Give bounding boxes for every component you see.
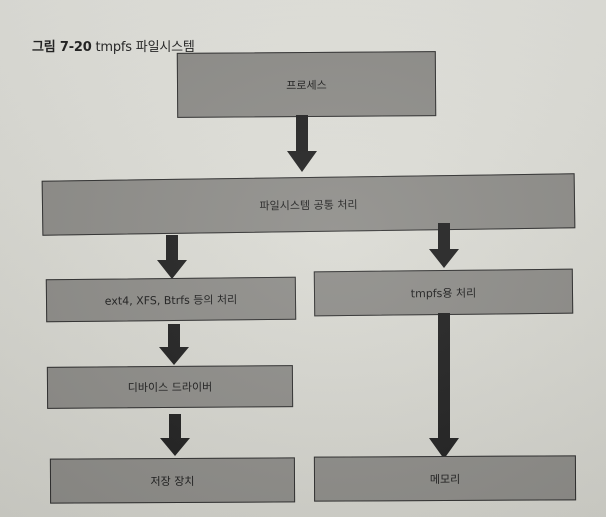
arrow-process-to-common — [287, 115, 317, 172]
node-tmpfs-processing: tmpfs용 처리 — [313, 268, 574, 317]
node-common-fs-label: 파일시스템 공통 처리 — [259, 197, 358, 213]
node-memory: 메모리 — [313, 455, 577, 502]
node-storage-device: 저장 장치 — [49, 457, 296, 504]
node-process-label: 프로세스 — [286, 78, 327, 92]
node-storage-device-label: 저장 장치 — [150, 474, 195, 488]
node-ext4-processing-label: ext4, XFS, Btrfs 등의 처리 — [104, 292, 238, 308]
figure-caption: 그림 7-20 tmpfs 파일시스템 — [32, 36, 195, 55]
arrow-tmpfs-to-memory — [429, 313, 459, 459]
figure-number: 그림 7-20 — [32, 40, 92, 55]
arrow-driver-to-storage — [160, 414, 190, 456]
arrow-common-to-tmpfs — [429, 223, 459, 268]
node-common-fs: 파일시스템 공통 처리 — [41, 173, 576, 236]
arrow-common-to-ext4 — [157, 235, 187, 279]
node-memory-label: 메모리 — [429, 472, 461, 486]
arrow-ext4-to-driver — [159, 324, 189, 365]
node-ext4-processing: ext4, XFS, Btrfs 등의 처리 — [45, 276, 297, 323]
node-device-driver: 디바이스 드라이버 — [46, 365, 294, 409]
node-tmpfs-processing-label: tmpfs용 처리 — [410, 286, 477, 300]
node-device-driver-label: 디바이스 드라이버 — [127, 380, 213, 395]
figure-title: tmpfs 파일시스템 — [95, 40, 195, 55]
node-process: 프로세스 — [176, 51, 437, 118]
